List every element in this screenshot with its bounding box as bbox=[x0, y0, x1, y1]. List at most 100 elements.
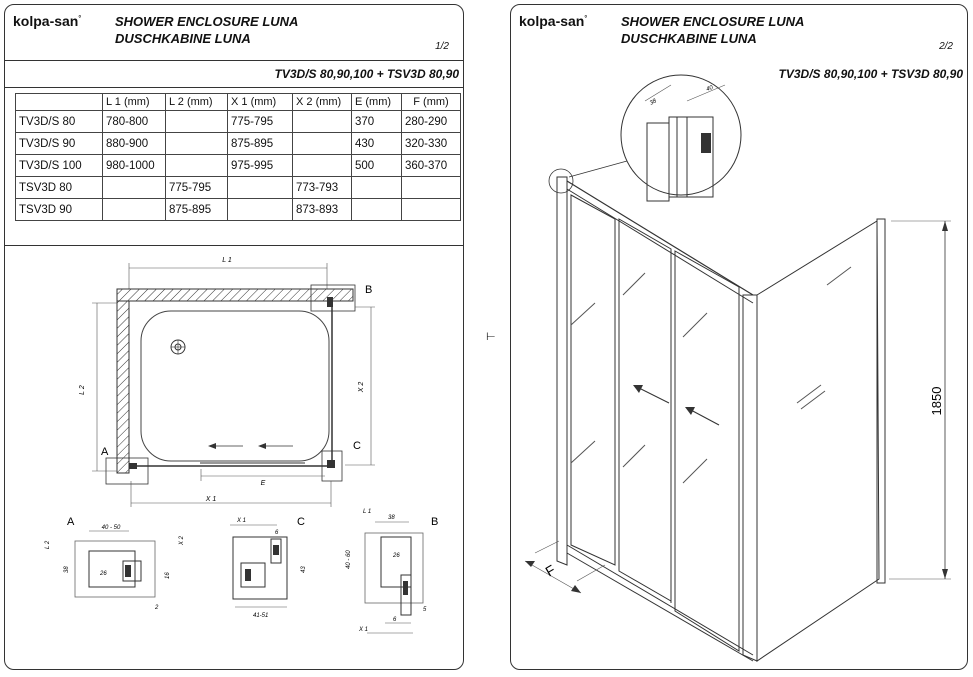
table-cell: 875-895 bbox=[165, 198, 228, 221]
dim-label-x1: X 1 bbox=[205, 496, 217, 503]
table-cell: TSV3D 90 bbox=[15, 198, 103, 221]
table-header-cell: X 2 (mm) bbox=[292, 93, 352, 111]
table-row: TV3D/S 80 780-800 775-795 370 280-290 bbox=[15, 110, 461, 133]
table-cell bbox=[351, 198, 402, 221]
wall-left bbox=[116, 300, 130, 474]
table-cell: 775-795 bbox=[227, 110, 293, 133]
table-cell: TV3D/S 90 bbox=[15, 132, 103, 155]
detail-b-dim: L 1 bbox=[363, 509, 371, 515]
table-cell bbox=[351, 176, 402, 199]
table-cell: 500 bbox=[351, 154, 402, 177]
detail-c-dim: 6 bbox=[275, 530, 279, 536]
table-cell: 780-800 bbox=[102, 110, 166, 133]
sheet-subtitle: DUSCHKABINE LUNA bbox=[621, 31, 757, 46]
table-header-cell bbox=[15, 93, 103, 111]
detail-c-title: C bbox=[297, 516, 305, 528]
perspective-drawing: 38 40 bbox=[524, 74, 951, 662]
dim-label-l2: L 2 bbox=[79, 385, 86, 395]
table-cell: 430 bbox=[351, 132, 402, 155]
table-row: TSV3D 90 875-895 873-893 bbox=[15, 198, 461, 221]
table-cell: 280-290 bbox=[401, 110, 461, 133]
table-cell bbox=[102, 198, 166, 221]
table-cell: 980-1000 bbox=[102, 154, 166, 177]
divider bbox=[5, 60, 463, 61]
detail-box-c bbox=[321, 450, 343, 482]
table-cell bbox=[165, 110, 228, 133]
table-cell: TV3D/S 100 bbox=[15, 154, 103, 177]
dim-label-l1: L 1 bbox=[222, 257, 232, 264]
divider bbox=[5, 245, 463, 246]
zoom-detail-circle bbox=[620, 74, 742, 196]
table-row: TSV3D 80 775-795 773-793 bbox=[15, 176, 461, 199]
detail-a-dim: 40 - 50 bbox=[102, 525, 121, 531]
detail-b-dim: 38 bbox=[388, 515, 395, 521]
detail-c-dim: 43 bbox=[301, 566, 307, 573]
detail-b-title: B bbox=[431, 516, 438, 528]
table-cell bbox=[292, 154, 352, 177]
table-cell bbox=[401, 176, 461, 199]
wall-top bbox=[116, 288, 354, 302]
callout-c: C bbox=[353, 440, 361, 452]
table-cell bbox=[165, 154, 228, 177]
table-cell: 773-793 bbox=[292, 176, 352, 199]
detail-a-dim: X 2 bbox=[179, 535, 185, 546]
sheet-subtitle: DUSCHKABINE LUNA bbox=[115, 31, 251, 46]
detail-b-dim: 40 - 60 bbox=[346, 550, 352, 569]
zoom-dim: 40 bbox=[706, 85, 715, 93]
table-header-cell: X 1 (mm) bbox=[227, 93, 293, 111]
dimension-line bbox=[524, 560, 582, 594]
detail-c-dim: 41-51 bbox=[253, 613, 268, 619]
dim-label-e: E bbox=[261, 480, 266, 487]
detail-a-drawing: 40 - 50 26 38 L 2 X 2 16 2 bbox=[45, 525, 185, 611]
table-header-cell: E (mm) bbox=[351, 93, 402, 111]
detail-a-title: A bbox=[67, 516, 75, 528]
table-cell: 775-795 bbox=[165, 176, 228, 199]
f-dimension: F bbox=[543, 561, 558, 579]
logo-text: kolpa-san bbox=[519, 13, 585, 29]
slide-arrow-icon bbox=[688, 408, 720, 426]
table-cell bbox=[292, 110, 352, 133]
detail-box-b bbox=[310, 284, 356, 312]
page-number: 1/2 bbox=[435, 41, 449, 52]
side-panel bbox=[756, 218, 886, 662]
table-cell: TV3D/S 80 bbox=[15, 110, 103, 133]
divider bbox=[5, 87, 463, 88]
table-row: TV3D/S 90 880-900 875-895 430 320-330 bbox=[15, 132, 461, 155]
table-cell bbox=[227, 176, 293, 199]
detail-a-dim: 16 bbox=[165, 572, 171, 579]
table-cell: TSV3D 80 bbox=[15, 176, 103, 199]
sheet-title: SHOWER ENCLOSURE LUNA bbox=[115, 14, 299, 29]
callout-b: B bbox=[365, 284, 372, 296]
callout-a: A bbox=[101, 446, 109, 458]
detail-b-drawing: L 1 38 26 40 - 60 5 6 X 1 bbox=[346, 509, 427, 634]
table-cell: 875-895 bbox=[227, 132, 293, 155]
profile-detail: 38 40 bbox=[644, 84, 726, 202]
table-header-row: L 1 (mm) L 2 (mm) X 1 (mm) X 2 (mm) E (m… bbox=[15, 93, 461, 111]
brand-logo: kolpa-san° bbox=[13, 13, 81, 29]
dim-label-x2: X 2 bbox=[358, 382, 365, 394]
logo-mark: ° bbox=[78, 15, 82, 23]
sheet-header: kolpa-san° SHOWER ENCLOSURE LUNA DUSCHKA… bbox=[5, 5, 463, 61]
height-dimension: 1850 bbox=[929, 387, 944, 416]
detail-c-dim: X 1 bbox=[236, 518, 246, 524]
detail-a-dim: 38 bbox=[64, 566, 70, 573]
detail-b-dim: 26 bbox=[392, 553, 400, 559]
sheet-header: kolpa-san° SHOWER ENCLOSURE LUNA DUSCHKA… bbox=[511, 5, 967, 61]
table-cell: 975-995 bbox=[227, 154, 293, 177]
detail-b-dim: X 1 bbox=[358, 627, 368, 633]
slide-arrow-icon bbox=[636, 386, 670, 404]
zoom-dim: 38 bbox=[649, 98, 658, 107]
dimensions-table: L 1 (mm) L 2 (mm) X 1 (mm) X 2 (mm) E (m… bbox=[15, 93, 461, 221]
table-cell bbox=[165, 132, 228, 155]
table-cell bbox=[102, 176, 166, 199]
logo-text: kolpa-san bbox=[13, 13, 79, 29]
table-cell: 360-370 bbox=[401, 154, 461, 177]
table-cell: 873-893 bbox=[292, 198, 352, 221]
binding-mark: ⊢ bbox=[486, 331, 496, 343]
detail-b-dim: 5 bbox=[423, 607, 427, 613]
model-line: TV3D/S 80,90,100 + TSV3D 80,90 bbox=[274, 67, 459, 81]
table-cell bbox=[227, 198, 293, 221]
table-cell: 880-900 bbox=[102, 132, 166, 155]
model-line: TV3D/S 80,90,100 + TSV3D 80,90 bbox=[778, 67, 963, 81]
plan-view-drawing: L 1 B A C L 2 bbox=[45, 257, 438, 634]
